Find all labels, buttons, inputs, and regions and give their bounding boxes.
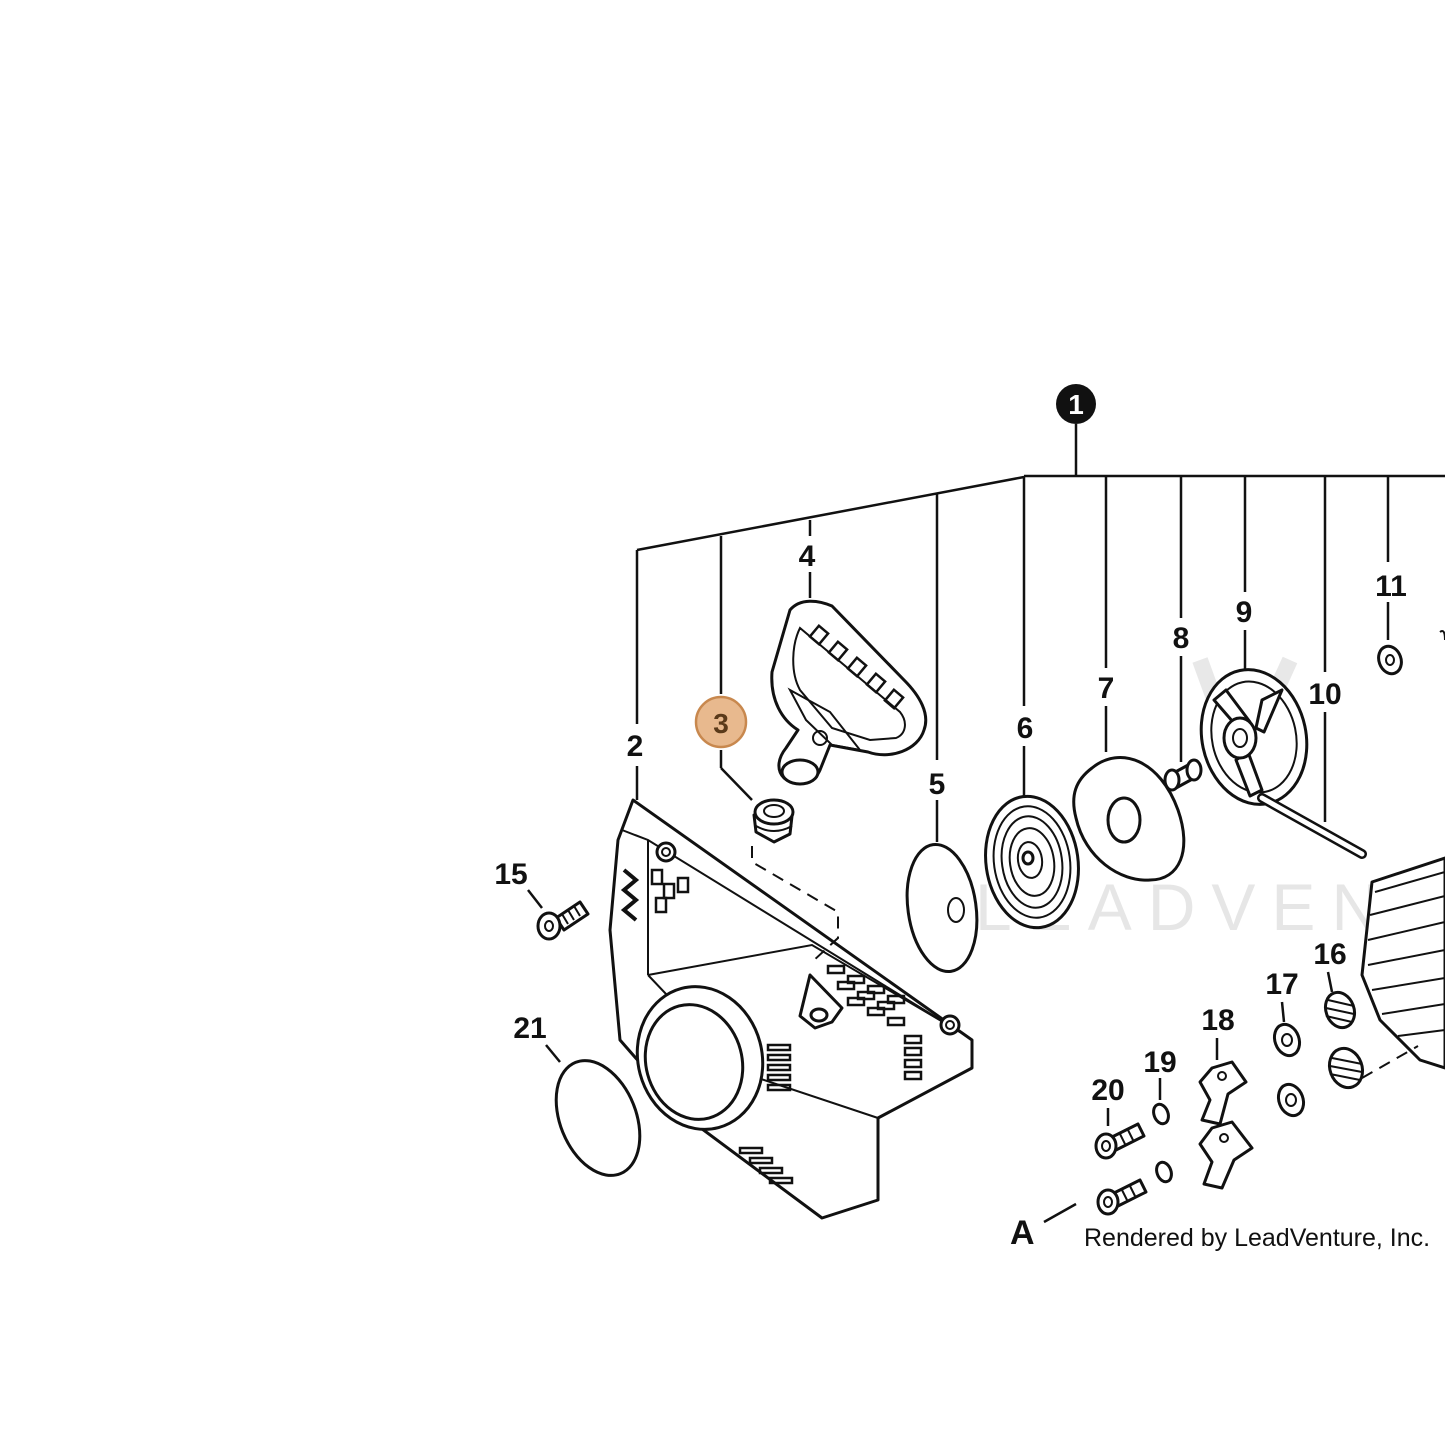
- washers-part-17[interactable]: [1270, 1021, 1307, 1119]
- assembly-bracket: [527, 424, 1445, 1224]
- callout-1-label: 1: [1068, 389, 1084, 420]
- starter-handle-part-4[interactable]: [770, 599, 928, 786]
- part-label-16[interactable]: 16: [1313, 938, 1346, 971]
- rope-guide-bushing-part-3[interactable]: [752, 798, 795, 844]
- flywheel-fins[interactable]: [1360, 856, 1445, 1079]
- recoil-spring-part-6[interactable]: [977, 790, 1086, 934]
- part-label-15[interactable]: 15: [494, 858, 527, 891]
- part-label-2[interactable]: 2: [627, 730, 644, 763]
- washer-part-5[interactable]: [899, 840, 984, 976]
- small-washers-part-19[interactable]: [1151, 1102, 1174, 1184]
- pawls-part-18[interactable]: [1198, 1060, 1254, 1190]
- handle-grip-ribs: [808, 624, 905, 710]
- part-label-5[interactable]: 5: [929, 768, 946, 801]
- part-label-6[interactable]: 6: [1017, 712, 1034, 745]
- part-label-7[interactable]: 7: [1098, 672, 1115, 705]
- housing-vent-slots: [650, 868, 923, 1185]
- part-label-10[interactable]: 10: [1308, 678, 1341, 711]
- part-labels: 2 4 5 6 7 8 9 10 11 15 16 17 18 19 20 21: [494, 540, 1407, 1107]
- part-label-18[interactable]: 18: [1201, 1004, 1234, 1037]
- view-marker-a: A: [1010, 1214, 1035, 1252]
- callout-3-label: 3: [713, 708, 729, 739]
- sleeve-bushing-part-8[interactable]: [1163, 758, 1203, 792]
- screw-part-15[interactable]: [536, 900, 590, 941]
- rope-pulley-part-9[interactable]: [1189, 660, 1319, 815]
- part-label-9[interactable]: 9: [1236, 596, 1253, 629]
- callout-1-badge[interactable]: 1: [1056, 384, 1096, 424]
- part-label-4[interactable]: 4: [799, 540, 816, 573]
- render-credit: Rendered by LeadVenture, Inc.: [1084, 1224, 1430, 1252]
- alignment-dash: [751, 846, 839, 963]
- starter-housing-part-2[interactable]: [608, 798, 974, 1220]
- starter-rope-part-10[interactable]: [1257, 793, 1367, 859]
- part-label-20[interactable]: 20: [1091, 1074, 1124, 1107]
- part-label-19[interactable]: 19: [1143, 1046, 1176, 1079]
- screws-part-20[interactable]: [1094, 1122, 1148, 1216]
- callout-3-badge[interactable]: 3: [694, 695, 748, 749]
- gasket-ring-part-21[interactable]: [540, 1048, 655, 1188]
- spring-cover-plate-part-7[interactable]: [1072, 756, 1186, 882]
- part-label-8[interactable]: 8: [1173, 622, 1190, 655]
- part-label-21[interactable]: 21: [513, 1012, 546, 1045]
- washer-part-11[interactable]: [1375, 630, 1445, 677]
- part-label-11[interactable]: 11: [1375, 570, 1407, 603]
- part-label-17[interactable]: 17: [1265, 968, 1298, 1001]
- pawl-springs-part-16[interactable]: [1321, 988, 1368, 1092]
